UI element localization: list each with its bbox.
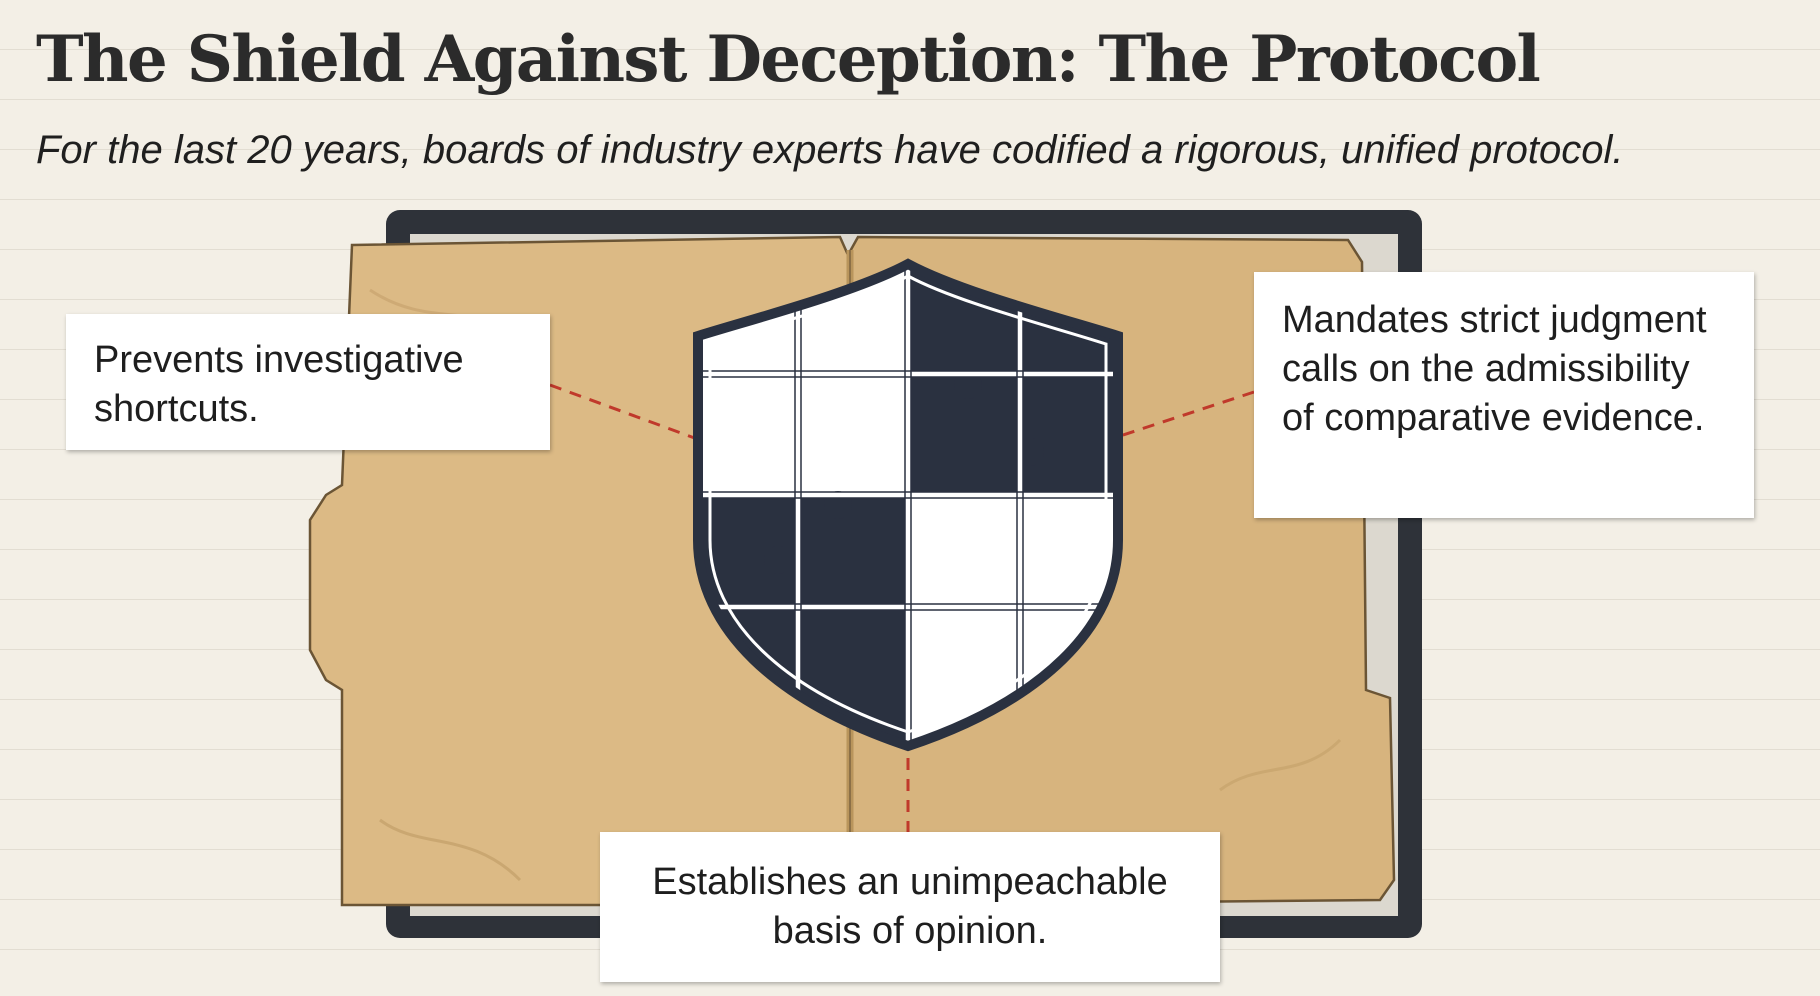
connector-lines bbox=[549, 383, 1255, 832]
connector-left bbox=[549, 383, 701, 442]
callout-text: Prevents investigative shortcuts. bbox=[94, 339, 464, 430]
callout-mandates-judgment: Mandates strict judgment calls on the ad… bbox=[1254, 272, 1754, 518]
puzzle-piece-icon bbox=[764, 371, 1044, 646]
callout-establishes-basis: Establishes an unimpeachable basis of op… bbox=[600, 832, 1220, 982]
callout-prevents-shortcuts: Prevents investigative shortcuts. bbox=[66, 314, 550, 450]
callout-text: Establishes an unimpeachable basis of op… bbox=[652, 861, 1168, 952]
connector-right bbox=[1119, 390, 1255, 438]
callout-text: Mandates strict judgment calls on the ad… bbox=[1282, 299, 1707, 439]
page-title: The Shield Against Deception: The Protoc… bbox=[36, 22, 1541, 97]
page-subtitle: For the last 20 years, boards of industr… bbox=[36, 128, 1624, 172]
